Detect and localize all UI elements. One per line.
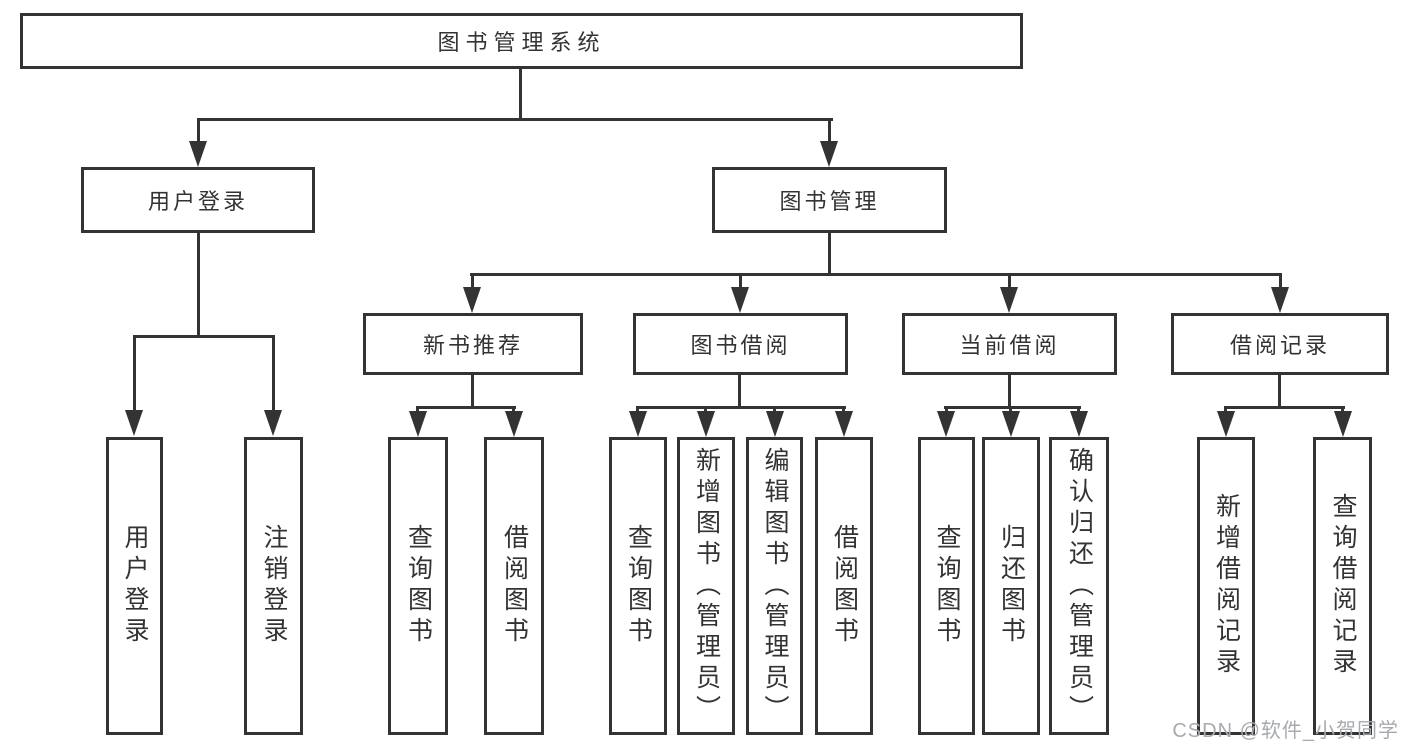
arrow-down-icon	[505, 411, 523, 437]
arrow-down-icon	[731, 287, 749, 313]
node-book-management: 图书管理	[712, 167, 947, 233]
connector-line	[519, 69, 522, 121]
arrow-down-icon	[697, 411, 715, 437]
connector-line	[1224, 406, 1345, 409]
leaf-edit-books-admin: 编辑图书（管理员）	[746, 437, 803, 735]
node-borrow-records: 借阅记录	[1171, 313, 1389, 375]
connector-line	[1008, 375, 1011, 408]
connector-line	[470, 273, 1282, 276]
node-label: 新书推荐	[422, 333, 523, 358]
csdn-watermark: CSDN @软件_小贺同学	[1172, 720, 1399, 742]
leaf-label: 归还图书	[997, 524, 1026, 648]
connector-line	[416, 406, 516, 409]
arrow-down-icon	[1000, 287, 1018, 313]
arrow-down-icon	[1070, 411, 1088, 437]
leaf-label: 注销登录	[260, 524, 288, 648]
connector-line	[133, 337, 136, 413]
node-user-login: 用户登录	[81, 167, 315, 233]
arrow-down-icon	[629, 411, 647, 437]
node-label: 图书管理系统	[437, 30, 606, 55]
leaf-query-books: 查询图书	[918, 437, 975, 735]
leaf-return-books: 归还图书	[982, 437, 1040, 735]
leaf-label: 新增图书（管理员）	[692, 446, 721, 726]
arrow-down-icon	[125, 410, 143, 436]
connector-line	[1278, 375, 1281, 408]
leaf-label: 编辑图书（管理员）	[761, 446, 789, 726]
leaf-label: 查询借阅记录	[1329, 493, 1357, 679]
leaf-label: 用户登录	[121, 524, 149, 648]
leaf-label: 查询图书	[933, 524, 961, 648]
node-label: 借阅记录	[1229, 333, 1330, 358]
arrow-down-icon	[1217, 411, 1235, 437]
leaf-label: 查询图书	[624, 524, 653, 648]
connector-line	[636, 406, 846, 409]
leaf-add-borrow-record: 新增借阅记录	[1197, 437, 1255, 735]
arrow-down-icon	[1271, 287, 1289, 313]
arrow-down-icon	[264, 410, 282, 436]
connector-line	[828, 233, 831, 275]
node-book-borrow: 图书借阅	[633, 313, 848, 375]
arrow-down-icon	[835, 411, 853, 437]
leaf-confirm-return-admin: 确认归还（管理员）	[1049, 437, 1109, 735]
arrow-down-icon	[463, 287, 481, 313]
node-current-borrow: 当前借阅	[902, 313, 1117, 375]
leaf-label: 借阅图书	[830, 524, 859, 648]
leaf-query-books: 查询图书	[609, 437, 667, 735]
arrow-down-icon	[189, 141, 207, 167]
arrow-down-icon	[937, 411, 955, 437]
arrow-down-icon	[1002, 411, 1020, 437]
connector-line	[197, 118, 833, 121]
leaf-label: 确认归还（管理员）	[1065, 446, 1094, 726]
leaf-logout: 注销登录	[244, 437, 303, 735]
leaf-add-books-admin: 新增图书（管理员）	[677, 437, 735, 735]
leaf-borrow-books: 借阅图书	[815, 437, 873, 735]
leaf-user-login: 用户登录	[106, 437, 163, 735]
connector-line	[133, 335, 275, 338]
node-new-book-recommend: 新书推荐	[363, 313, 583, 375]
connector-line	[197, 120, 200, 146]
node-root-library-system: 图书管理系统	[20, 13, 1023, 69]
connector-line	[1008, 275, 1011, 290]
arrow-down-icon	[766, 411, 784, 437]
arrow-down-icon	[409, 411, 427, 437]
leaf-label: 新增借阅记录	[1212, 493, 1241, 679]
node-label: 图书管理	[779, 189, 880, 214]
node-label: 用户登录	[147, 189, 248, 214]
leaf-query-borrow-record: 查询借阅记录	[1313, 437, 1372, 735]
node-label: 当前借阅	[959, 333, 1060, 358]
connector-line	[197, 233, 200, 337]
connector-line	[828, 120, 831, 146]
connector-line	[739, 275, 742, 290]
leaf-borrow-books: 借阅图书	[484, 437, 544, 735]
node-label: 图书借阅	[690, 333, 791, 358]
leaf-label: 借阅图书	[500, 524, 529, 648]
leaf-query-books: 查询图书	[388, 437, 448, 735]
arrow-down-icon	[1334, 411, 1352, 437]
connector-line	[944, 406, 1081, 409]
connector-line	[471, 275, 474, 290]
leaf-label: 查询图书	[404, 524, 433, 648]
connector-line	[272, 337, 275, 413]
connector-line	[738, 375, 741, 408]
arrow-down-icon	[820, 141, 838, 167]
connector-line	[471, 375, 474, 408]
connector-line	[1279, 275, 1282, 290]
